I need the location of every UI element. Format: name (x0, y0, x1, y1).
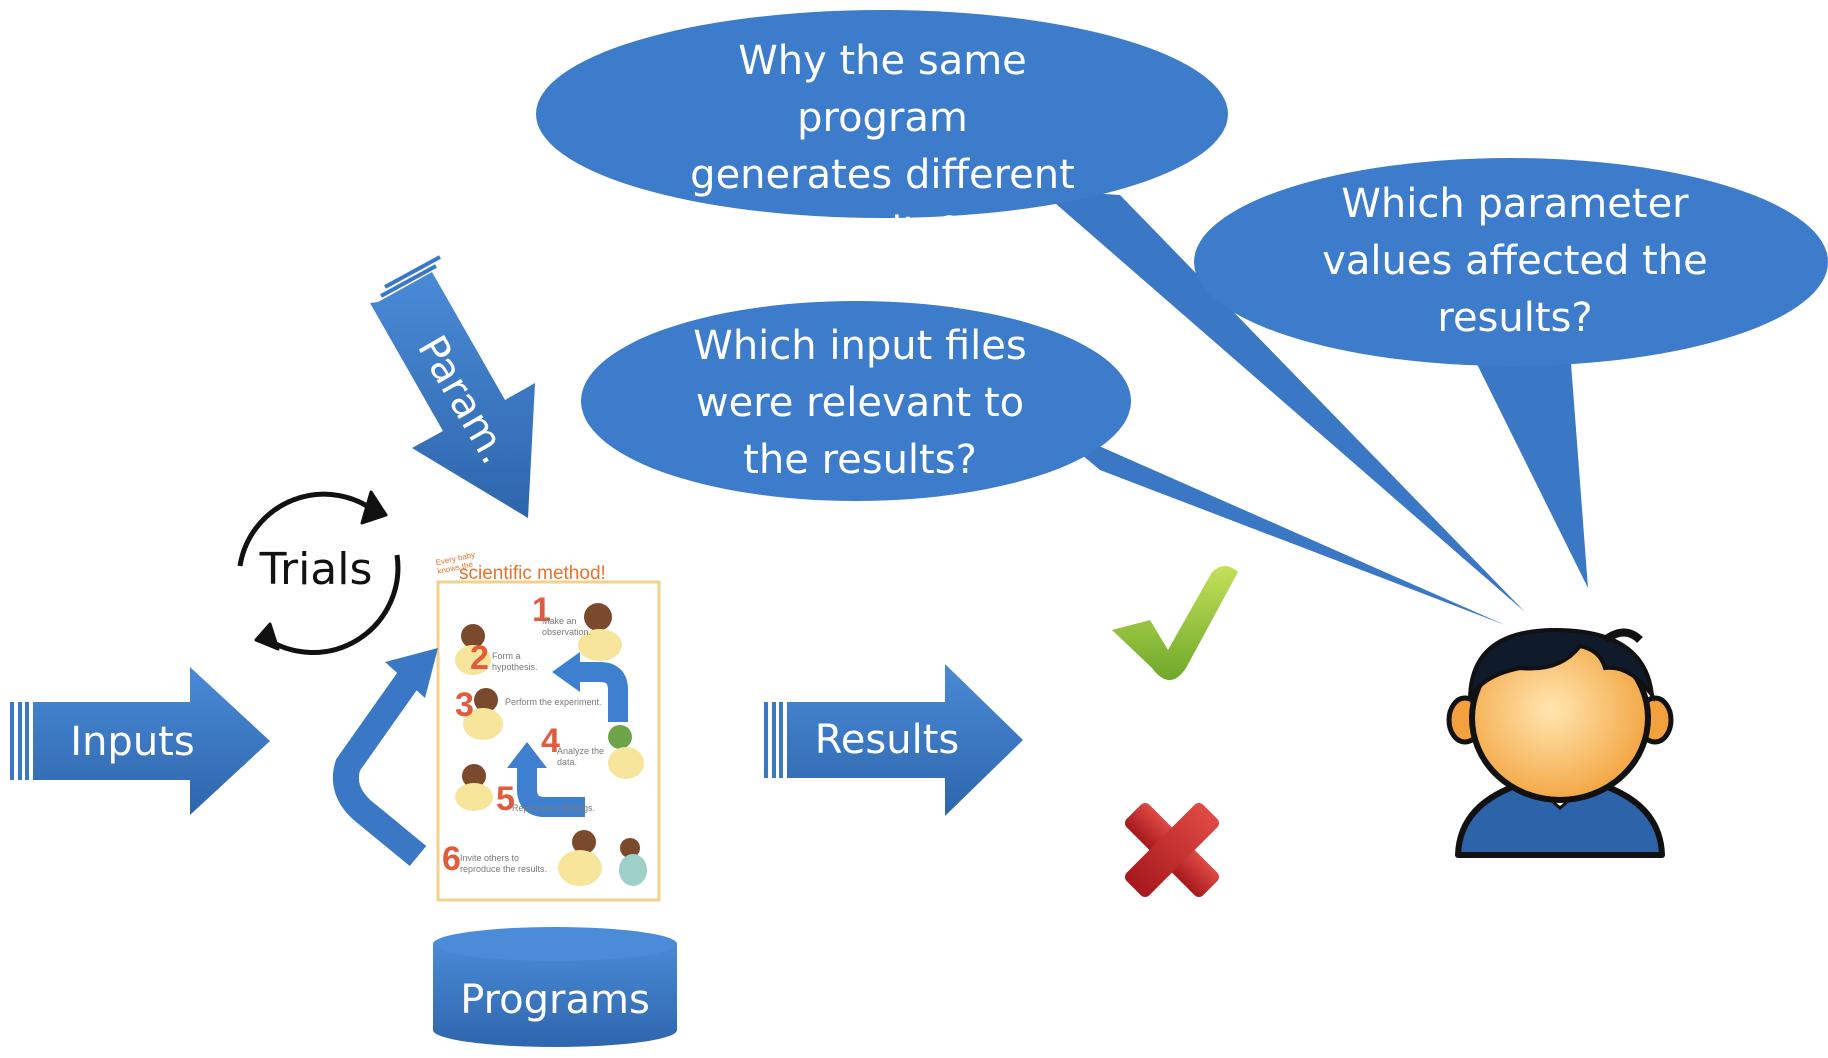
bubble-text-parameters: Which parameter values affected the resu… (1322, 181, 1708, 341)
results-arrow (764, 664, 1023, 816)
poster-step-text: Report your findings. (512, 803, 596, 813)
trials-cycle-icon (237, 490, 401, 655)
poster-step-number: 2 (470, 639, 489, 677)
programs-database-icon (433, 927, 677, 1047)
speech-bubble-input-files (581, 301, 1505, 625)
poster-step-number: 3 (455, 686, 474, 724)
poster-step-number: 4 (541, 722, 560, 760)
param-arrow (370, 255, 535, 518)
user-avatar-icon (1446, 627, 1674, 858)
inputs-arrow (10, 667, 270, 815)
inputs-arrow-label: Inputs (70, 719, 195, 765)
trials-label: Trials (259, 544, 373, 595)
bubble-text-same-program: Why the same program generates different… (690, 38, 1075, 255)
poster-step-text: Invite others to reproduce the results. (460, 853, 548, 874)
speech-bubble-same-program (536, 10, 1525, 612)
results-arrow-label: Results (814, 717, 960, 763)
red-cross-icon (1124, 802, 1220, 898)
green-checkmark-icon (1112, 566, 1238, 680)
speech-bubble-parameters (1194, 158, 1828, 588)
poster-step-text: Perform the experiment. (505, 697, 602, 707)
scientific-method-poster (436, 580, 661, 902)
bubble-text-input-files: Which input files were relevant to the r… (693, 323, 1027, 483)
poster-step-text: Make an observation. (542, 616, 592, 637)
programs-label: Programs (460, 977, 650, 1023)
poster-title: scientific method! (459, 563, 606, 584)
poster-step-text: Form a hypothesis. (492, 651, 538, 672)
baby-illustration (455, 603, 647, 886)
poster-step-text: Analyze the data. (557, 746, 605, 767)
poster-step-number: 1 (532, 591, 551, 629)
feedback-curve-arrow (332, 648, 438, 867)
poster-step-number: 5 (496, 780, 515, 818)
poster-step-number: 6 (442, 840, 461, 878)
